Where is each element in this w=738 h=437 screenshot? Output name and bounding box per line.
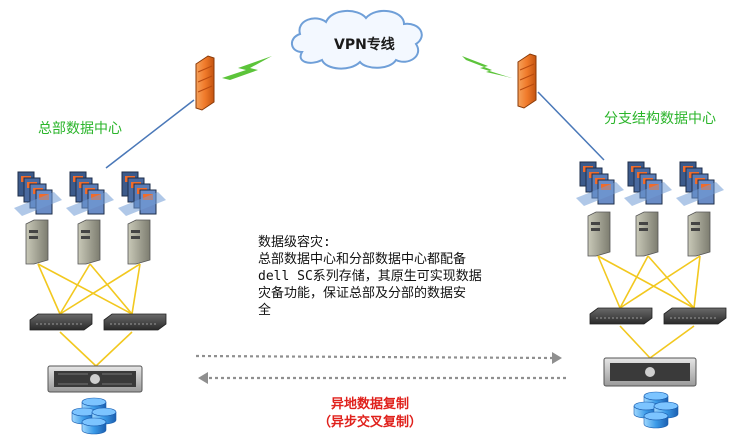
database-icon (634, 392, 678, 428)
branch-mesh-links (597, 255, 701, 359)
database-icon (72, 398, 116, 434)
description-line: dell SC系列存储，其原生可实现数据 (258, 269, 482, 284)
firewall-right-icon (517, 53, 537, 109)
wan-link-left-icon (222, 56, 272, 80)
hq-site (14, 171, 167, 434)
branch-site (576, 161, 727, 428)
server-group-icon (576, 161, 724, 206)
switch-icon (589, 307, 653, 325)
server-icon (77, 219, 101, 265)
description-line: 总部数据中心和分部数据中心都配备 (258, 252, 467, 267)
replication-label: 异地数据复制 （异步交叉复制） (300, 396, 440, 432)
wan-link-right-icon (462, 56, 512, 78)
uplink-right (537, 91, 605, 161)
hq-mesh-links (37, 263, 141, 367)
switch-icon (663, 307, 727, 325)
server-group-icon (14, 171, 166, 216)
server-icon (687, 211, 711, 257)
hq-datacenter-label: 总部数据中心 (38, 121, 122, 137)
uplink-left (105, 99, 195, 169)
vpn-label: VPN专线 (334, 37, 395, 53)
description-line: 全 (258, 303, 272, 318)
firewall-left-icon (195, 55, 215, 111)
vpn-cloud (291, 9, 423, 70)
server-icon (587, 211, 611, 257)
branch-datacenter-label: 分支结构数据中心 (604, 111, 716, 127)
description-title: 数据级容灾: (258, 235, 331, 250)
server-icon (635, 211, 659, 257)
replication-title: 异地数据复制 (330, 397, 409, 412)
server-icon (127, 219, 151, 265)
switch-icon (103, 313, 167, 331)
replication-subtitle: （异步交叉复制） (317, 415, 422, 430)
replication-arrow-left (198, 372, 566, 384)
switch-icon (29, 313, 93, 331)
replication-arrow-right (195, 352, 562, 364)
description-line: 灾备功能，保证总部及分部的数据安 (258, 286, 467, 301)
description-text: 数据级容灾: 总部数据中心和分部数据中心都配备 dell SC系列存储，其原生可… (258, 234, 520, 319)
server-icon (25, 219, 49, 265)
storage-array-icon (47, 365, 143, 393)
